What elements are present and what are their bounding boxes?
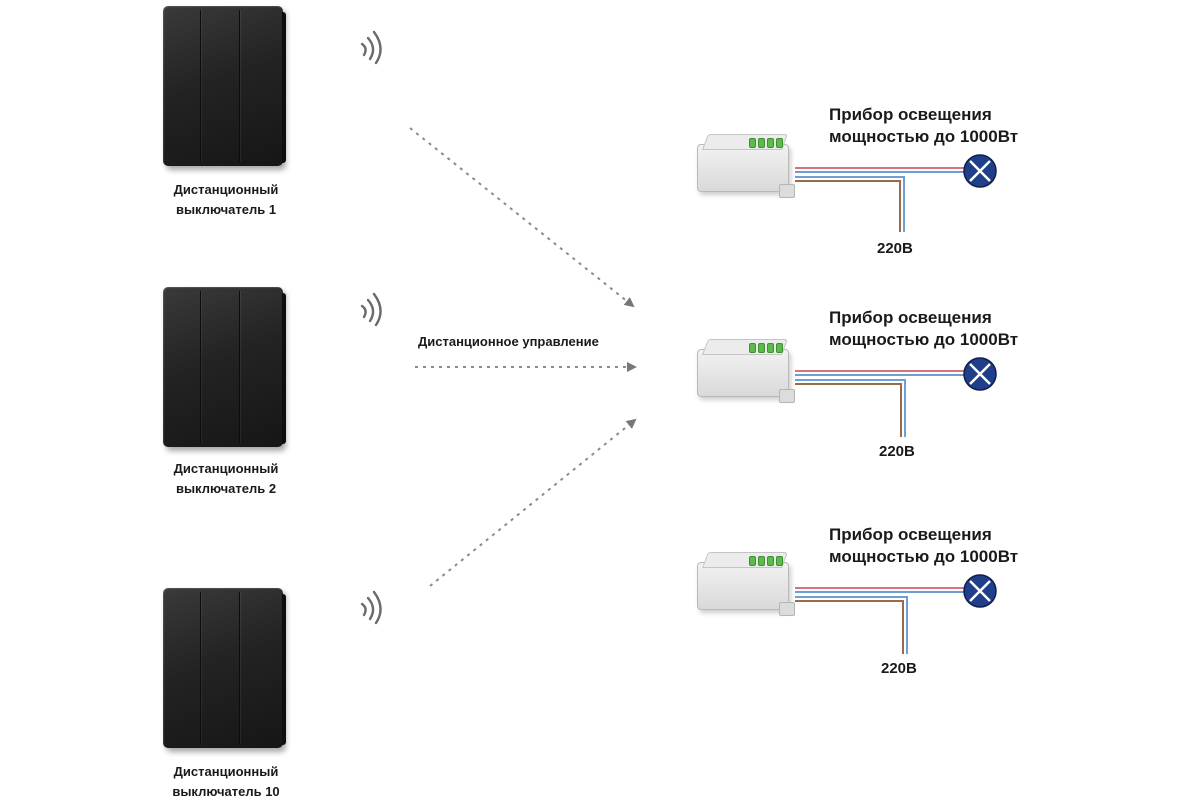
- relay-module-2: [697, 337, 795, 403]
- lamp-icon: [963, 357, 997, 391]
- wireless-signal-icon: [360, 590, 382, 625]
- relay-module-1: [697, 132, 795, 198]
- receiver-2-voltage: 220В: [879, 443, 915, 460]
- remote-control-label: Дистанционное управление: [418, 334, 599, 349]
- lamp-icon: [963, 154, 997, 188]
- receiver-1-voltage: 220В: [877, 240, 913, 257]
- wireless-signal-icon: [360, 30, 382, 65]
- wireless-signal-icon: [360, 292, 382, 327]
- receiver-3-voltage: 220В: [881, 660, 917, 677]
- relay-module-3: [697, 550, 795, 616]
- wall-switch-10: [163, 588, 286, 748]
- wall-switch-1: [163, 6, 286, 166]
- wall-switch-2: [163, 287, 286, 447]
- lamp-icon: [963, 574, 997, 608]
